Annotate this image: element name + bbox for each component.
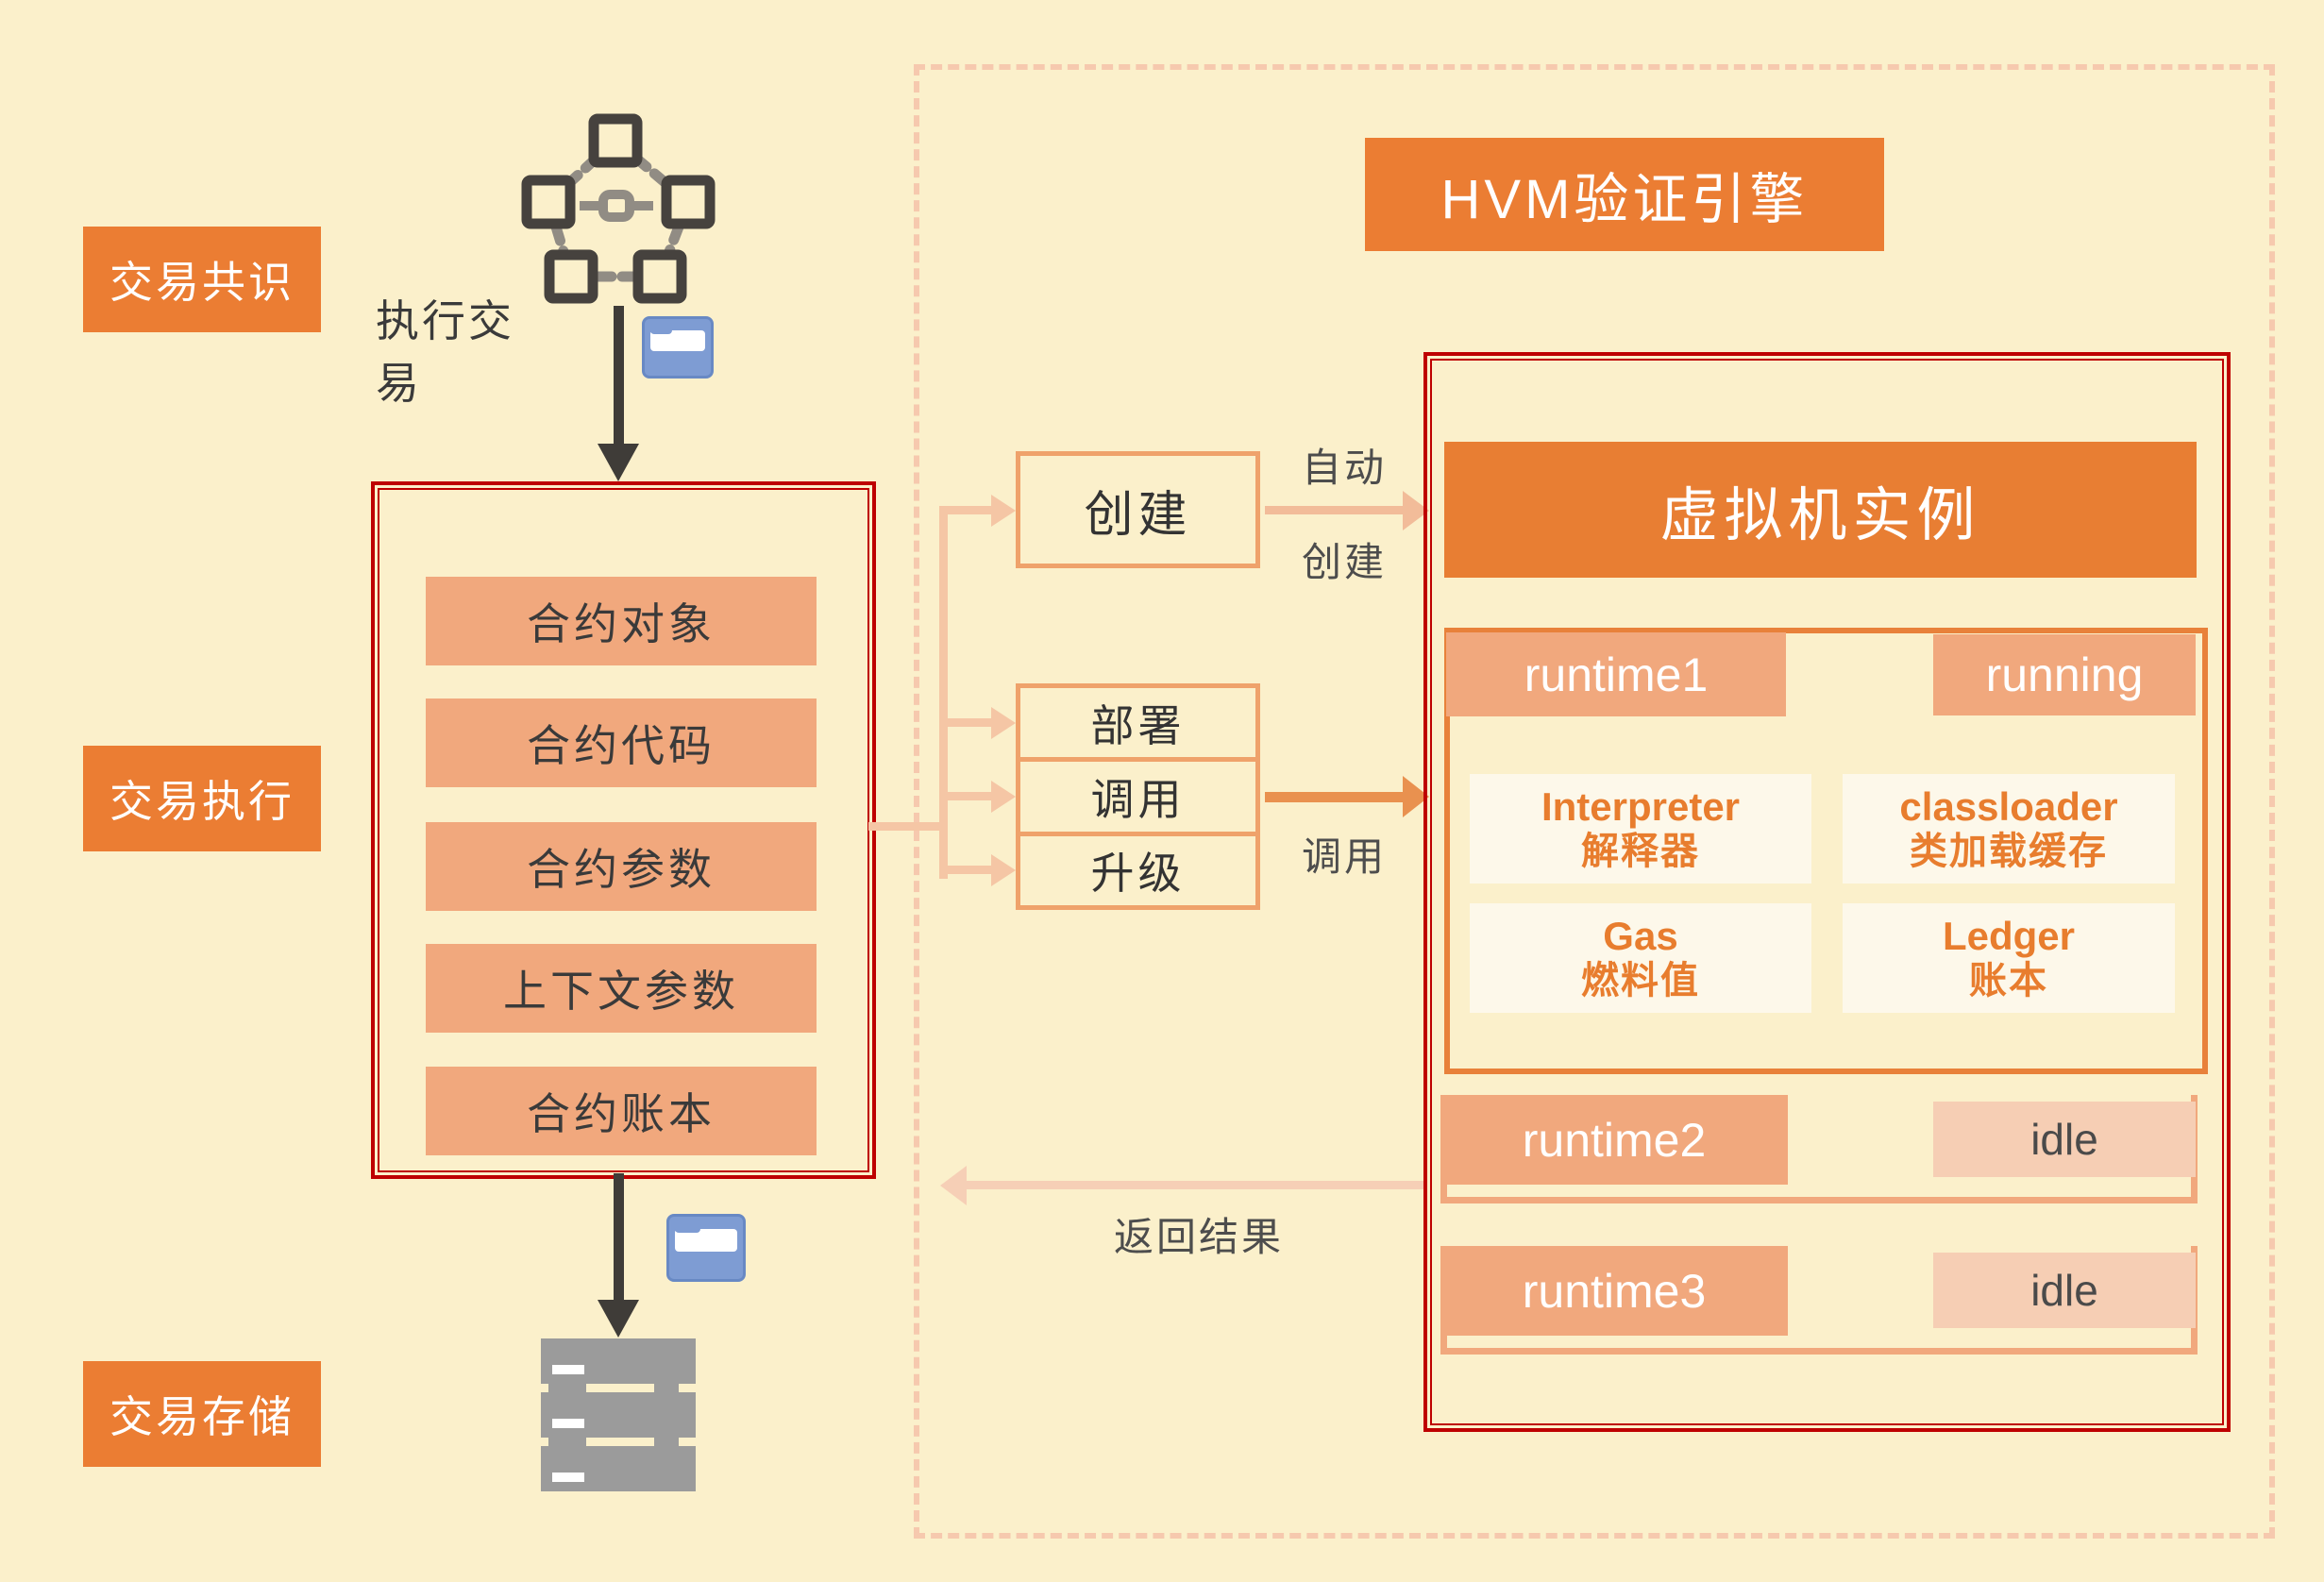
runtime1-status-badge: running [1933, 634, 2196, 715]
invoke-arrow [1265, 792, 1408, 802]
flow-arrow-top-shaft [614, 306, 624, 446]
contract-item: 合约对象 [426, 577, 817, 665]
server-storage-icon [541, 1338, 696, 1491]
connector-main [868, 822, 944, 831]
module-interpreter-en: Interpreter [1541, 783, 1741, 829]
stage-label-storage: 交易存储 [83, 1361, 321, 1467]
auto-create-label-line1: 自动 [1301, 445, 1387, 490]
runtime3-label: runtime3 [1440, 1246, 1788, 1336]
blockchain-network-icon [519, 111, 717, 310]
runtime1-panel [1444, 628, 2208, 1074]
module-gas: Gas 燃料值 [1470, 903, 1811, 1013]
stage-label-consensus: 交易共识 [83, 227, 321, 332]
connector-branch-deploy-head [991, 707, 1016, 739]
contract-item: 合约账本 [426, 1067, 817, 1155]
op-box-deploy: 部署 [1090, 700, 1186, 750]
return-arrow [967, 1181, 1423, 1189]
runtime3-status-badge: idle [1933, 1253, 2196, 1328]
runtime2-label: runtime2 [1440, 1095, 1788, 1185]
folder-icon-top [642, 316, 714, 379]
op-box-invoke: 调用 [1020, 757, 1255, 831]
execute-transaction-label: 执行交易 [376, 296, 514, 408]
connector-branch-create-head [991, 495, 1016, 527]
connector-branch-upgrade-head [991, 854, 1016, 886]
stage-label-execution: 交易执行 [83, 746, 321, 851]
return-arrow-head [940, 1166, 967, 1205]
transaction-context-box: 合约对象 合约代码 合约参数 上下文参数 合约账本 [371, 481, 876, 1179]
vm-instance-box [1423, 352, 2231, 1432]
return-result-label: 返回结果 [1113, 1214, 1284, 1259]
module-interpreter: Interpreter 解释器 [1470, 774, 1811, 884]
flow-arrow-top-head [598, 444, 639, 481]
module-classloader-en: classloader [1899, 783, 2118, 829]
contract-item: 合约代码 [426, 698, 817, 787]
connector-branch-create [939, 506, 993, 514]
hvm-engine-dashed-boundary [914, 64, 2275, 1539]
module-ledger-zh: 账本 [1969, 960, 2048, 1002]
op-box-create: 创建 [1016, 451, 1260, 568]
auto-create-label-line2: 创建 [1301, 539, 1387, 584]
connector-trunk [939, 506, 948, 879]
auto-create-arrow [1265, 506, 1408, 514]
invoke-arrow-label: 调用 [1301, 833, 1387, 879]
contract-item: 上下文参数 [426, 944, 817, 1033]
hvm-engine-title: HVM验证引擎 [1365, 138, 1884, 251]
folder-icon-bottom [666, 1214, 746, 1282]
module-classloader-zh: 类加载缓存 [1910, 831, 2108, 873]
contract-item: 合约参数 [426, 822, 817, 911]
flow-arrow-bottom-head [598, 1300, 639, 1338]
module-ledger: Ledger 账本 [1843, 903, 2175, 1013]
op-box-stack: 部署 调用 升级 [1016, 683, 1260, 910]
connector-branch-upgrade [939, 866, 993, 874]
connector-branch-invoke-head [991, 781, 1016, 813]
module-gas-zh: 燃料值 [1581, 960, 1700, 1002]
op-box-upgrade: 升级 [1020, 831, 1255, 905]
runtime2-status-badge: idle [1933, 1102, 2196, 1177]
connector-branch-deploy [939, 718, 993, 727]
module-ledger-en: Ledger [1942, 913, 2076, 958]
module-classloader: classloader 类加载缓存 [1843, 774, 2175, 884]
flow-arrow-bottom-shaft [614, 1173, 624, 1302]
module-interpreter-zh: 解释器 [1581, 831, 1700, 873]
runtime1-label: runtime1 [1446, 632, 1786, 716]
vm-instance-header: 虚拟机实例 [1444, 442, 2197, 578]
module-gas-en: Gas [1603, 913, 1678, 958]
connector-branch-invoke [939, 792, 993, 800]
